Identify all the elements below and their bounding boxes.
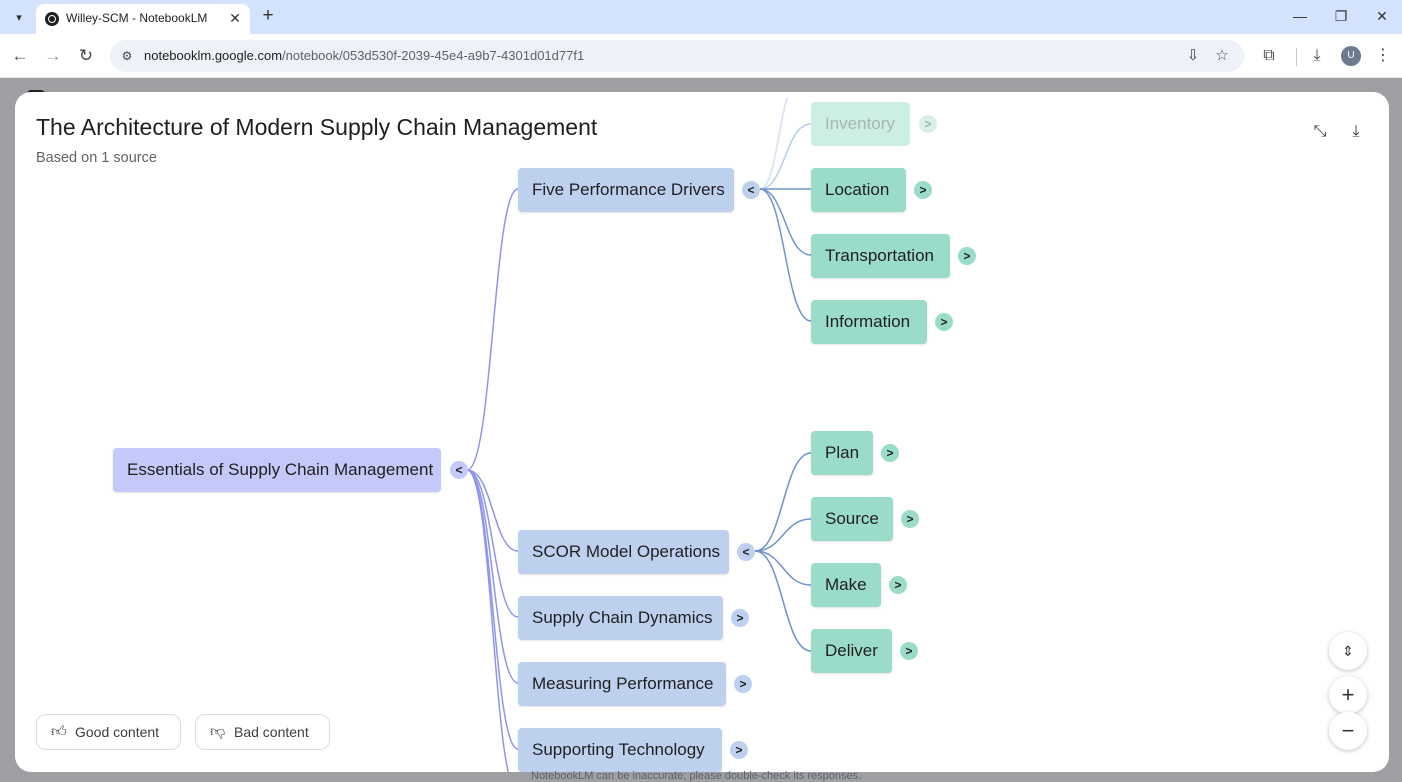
install-icon[interactable]: ⇩ xyxy=(1186,47,1200,64)
page-title: The Architecture of Modern Supply Chain … xyxy=(36,114,598,140)
minimize-icon[interactable]: — xyxy=(1293,8,1307,24)
source-expand-toggle[interactable]: > xyxy=(901,510,919,528)
avatar[interactable]: U xyxy=(1341,46,1361,66)
transportation-expand-toggle[interactable]: > xyxy=(958,247,976,265)
link-root-performance-drivers xyxy=(466,188,519,471)
mindmap-dialog: The Architecture of Modern Supply Chain … xyxy=(15,92,1389,772)
scor-toggle[interactable]: < xyxy=(737,543,755,561)
download-icon[interactable]: ⤓ xyxy=(1352,123,1360,140)
mindmap-root-node[interactable]: Essentials of Supply Chain Management xyxy=(113,448,441,492)
restore-icon[interactable]: ❐ xyxy=(1334,8,1348,24)
good-content-button[interactable]: 👍︎ Good content xyxy=(36,714,181,750)
collapse-icon[interactable]: ⤡ xyxy=(1313,123,1327,140)
location-expand-toggle[interactable]: > xyxy=(914,181,932,199)
tab-title: Willey-SCM - NotebookLM xyxy=(66,11,208,25)
forward-icon[interactable]: → xyxy=(44,46,62,65)
url-text[interactable]: notebooklm.google.com/notebook/053d530f-… xyxy=(144,48,585,63)
close-icon[interactable]: ✕ xyxy=(229,10,241,26)
measuring-expand-toggle[interactable]: > xyxy=(734,675,752,693)
node-plan[interactable]: Plan xyxy=(811,431,873,475)
reload-icon[interactable]: ↻ xyxy=(78,46,94,65)
deliver-expand-toggle[interactable]: > xyxy=(900,642,918,660)
zoom-out-icon[interactable]: − xyxy=(1329,712,1367,750)
menu-icon[interactable]: ⋮ xyxy=(1375,47,1391,64)
site-info-icon[interactable]: ⚙ xyxy=(121,49,133,63)
node-information[interactable]: Information xyxy=(811,300,927,344)
root-collapse-toggle[interactable]: < xyxy=(450,461,468,479)
node-supporting-technology[interactable]: Supporting Technology xyxy=(518,728,722,772)
node-five-performance-drivers[interactable]: Five Performance Drivers xyxy=(518,168,734,212)
link-root-offscreen xyxy=(466,469,509,772)
tab-strip: ▾ Willey-SCM - NotebookLM ✕ + — ❐ ✕ xyxy=(0,0,1402,34)
extensions-icon[interactable]: ⧉ xyxy=(1263,47,1275,64)
performance-drivers-toggle[interactable]: < xyxy=(742,181,760,199)
make-expand-toggle[interactable]: > xyxy=(889,576,907,594)
favicon-icon xyxy=(45,12,59,26)
information-expand-toggle[interactable]: > xyxy=(935,313,953,331)
link-root-measuring xyxy=(466,469,519,684)
toolbar-divider xyxy=(1296,48,1297,66)
node-scor-model-operations[interactable]: SCOR Model Operations xyxy=(518,530,729,574)
node-supply-chain-dynamics[interactable]: Supply Chain Dynamics xyxy=(518,596,723,640)
link-drivers-transportation xyxy=(759,188,812,256)
node-location[interactable]: Location xyxy=(811,168,906,212)
link-drivers-offscreen xyxy=(759,96,789,190)
good-content-label: Good content xyxy=(75,724,160,740)
plan-expand-toggle[interactable]: > xyxy=(881,444,899,462)
download-icon[interactable]: ⤓ xyxy=(1313,47,1321,64)
tab-search-chevron-down-icon[interactable]: ▾ xyxy=(16,11,22,24)
window-close-icon[interactable]: ✕ xyxy=(1376,8,1388,24)
browser-tab[interactable]: Willey-SCM - NotebookLM ✕ xyxy=(36,4,250,34)
expand-collapse-icon[interactable]: ⇕ xyxy=(1329,632,1367,670)
disclaimer-text: NotebookLM can be inaccurate; please dou… xyxy=(531,770,862,782)
link-scor-deliver xyxy=(754,550,812,652)
dynamics-expand-toggle[interactable]: > xyxy=(731,609,749,627)
source-count: Based on 1 source xyxy=(36,150,157,166)
address-bar[interactable]: ⚙ notebooklm.google.com/notebook/053d530… xyxy=(110,40,1244,72)
bad-content-button[interactable]: 👎︎ Bad content xyxy=(195,714,330,750)
browser-toolbar: ← → ↻ ⚙ notebooklm.google.com/notebook/0… xyxy=(0,34,1402,78)
thumb-down-icon: 👎︎ xyxy=(210,723,226,740)
node-deliver[interactable]: Deliver xyxy=(811,629,892,673)
thumb-up-icon: 👍︎ xyxy=(51,723,67,740)
mindmap-connectors xyxy=(466,96,812,772)
bad-content-label: Bad content xyxy=(234,724,309,740)
link-root-technology xyxy=(466,469,519,750)
node-source[interactable]: Source xyxy=(811,497,893,541)
link-root-dynamics xyxy=(466,469,519,618)
link-scor-plan xyxy=(754,452,812,552)
link-root-scor xyxy=(466,469,519,552)
inventory-expand-toggle[interactable]: > xyxy=(919,115,937,133)
zoom-in-icon[interactable]: + xyxy=(1329,676,1367,714)
link-drivers-information xyxy=(759,188,812,322)
technology-expand-toggle[interactable]: > xyxy=(730,741,748,759)
node-make[interactable]: Make xyxy=(811,563,881,607)
link-scor-source xyxy=(754,518,812,552)
link-drivers-inventory xyxy=(759,123,812,190)
node-inventory[interactable]: Inventory xyxy=(811,102,910,146)
star-icon[interactable]: ☆ xyxy=(1215,47,1229,64)
node-measuring-performance[interactable]: Measuring Performance xyxy=(518,662,726,706)
link-scor-make xyxy=(754,550,812,586)
back-icon[interactable]: ← xyxy=(11,46,29,65)
new-tab-plus-icon[interactable]: + xyxy=(262,5,274,26)
node-transportation[interactable]: Transportation xyxy=(811,234,950,278)
